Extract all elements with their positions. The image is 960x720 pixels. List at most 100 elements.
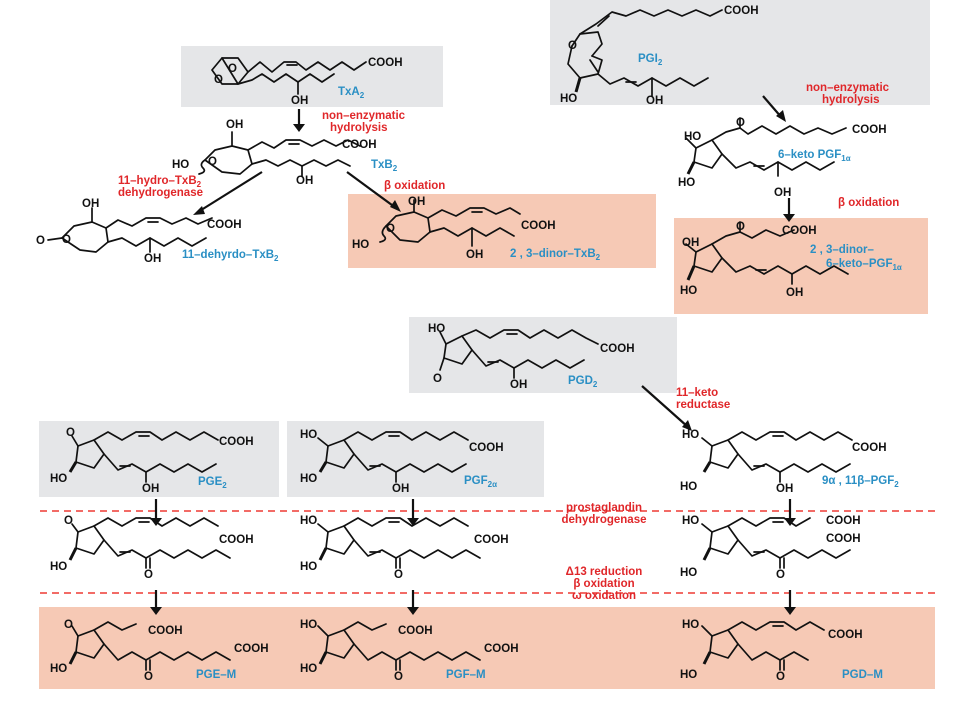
pgf2a-oh: OH <box>392 483 409 495</box>
pgf2-9a11b-label: 9α , 11β–PGF2 <box>822 475 899 489</box>
enz-beta-ox-tx: β oxidation <box>384 180 445 192</box>
dinor-txb2-oh-top: OH <box>408 196 425 208</box>
dinor-keto-pgf1a-structure <box>685 221 849 285</box>
arrowhead-txb2-dinor <box>390 200 401 212</box>
pgf-m-o: O <box>394 671 403 683</box>
pgd-m-ho-bottom: HO <box>680 669 697 681</box>
txa2-label: TxA2 <box>338 86 365 100</box>
pgf-m-cooh-b: COOH <box>484 643 519 655</box>
dehydro-txb2-label: 11–dehyrdo–TxB2 <box>182 249 279 263</box>
arrowhead-txa2-txb2 <box>293 124 305 132</box>
keto-pgf2-cooh-a: COOH <box>826 515 861 527</box>
pgd-m-ho-top: HO <box>682 619 699 631</box>
enz-pgdh-1: prostaglandin <box>566 502 642 514</box>
arrowhead-to-pgd-m <box>784 607 796 615</box>
keto-pgf2-ho-bottom: HO <box>680 567 697 579</box>
dehydro-keto-o: O <box>36 235 45 247</box>
txb2-cooh: COOH <box>342 139 377 151</box>
enz-nonenz-pgi-2: hydrolysis <box>822 94 880 106</box>
pgf2-9a11b-oh: OH <box>776 483 793 495</box>
pgi2-oh: OH <box>646 95 663 107</box>
txa2-ring-o-a: O <box>228 63 237 75</box>
dehydro-oh-bottom: OH <box>144 253 161 265</box>
keto-pge2-cooh: COOH <box>219 534 254 546</box>
txb2-structure <box>198 131 361 177</box>
dinor-txb2-oh-bottom: OH <box>466 249 483 261</box>
pgf2-9a11b-ho-top: HO <box>682 429 699 441</box>
keto-pge2-ho: HO <box>50 561 67 573</box>
enz-nonenz-pgi-1: non–enzymatic <box>806 82 890 94</box>
keto-pge2-structure <box>68 517 231 569</box>
txa2-ring-o-b: O <box>214 74 223 86</box>
enz-keto-red-1: 11–keto <box>676 387 718 399</box>
pgd-m-cooh: COOH <box>828 629 863 641</box>
pgf2a-structure <box>317 431 469 483</box>
keto-pge2-15-o: O <box>144 569 153 581</box>
keto-pgf2-15-o: O <box>776 569 785 581</box>
enz-keto-red-2: reductase <box>676 399 730 411</box>
dinor-keto-label-2: 6–keto–PGF1α <box>826 258 902 272</box>
keto-pge2-keto-o: O <box>64 515 73 527</box>
arrowhead-txb2-dehydro <box>193 206 205 215</box>
pgf-m-cooh-a: COOH <box>398 625 433 637</box>
dehydro-oh-top: OH <box>82 198 99 210</box>
txb2-ring-o: O <box>208 156 217 168</box>
dinor-txb2-structure <box>379 199 521 247</box>
pgf2a-ho-bottom: HO <box>300 473 317 485</box>
dinor-txb2-ring-o: O <box>386 223 395 235</box>
keto-pgf1a-oh: OH <box>774 187 791 199</box>
arrowhead-keto-dinor <box>783 214 795 222</box>
pge-m-cooh-b: COOH <box>234 643 269 655</box>
dinor-txb2-cooh: COOH <box>521 220 556 232</box>
pgd2-ho: HO <box>428 323 445 335</box>
enz-hydro-dh-2: dehydrogenase <box>118 187 203 199</box>
pgf-m-structure <box>317 621 481 671</box>
dehydro-ring-o: O <box>62 234 71 246</box>
enz-beta-oxidation: β oxidation <box>573 578 634 590</box>
enz-nonenz-tx-1: non–enzymatic <box>322 110 406 122</box>
pgi2-label: PGI2 <box>638 53 663 67</box>
pgf-m-ho-top: HO <box>300 619 317 631</box>
pgd2-keto-o: O <box>433 373 442 385</box>
pge-m-cooh-a: COOH <box>148 625 183 637</box>
pgf2a-panel <box>287 421 544 497</box>
txa2-cooh: COOH <box>368 57 403 69</box>
pgf-m-label: PGF–M <box>446 669 486 681</box>
txb2-label: TxB2 <box>371 159 398 173</box>
keto-pgf1a-ho-bottom: HO <box>678 177 695 189</box>
arrow-pgd2-pgf2 <box>641 385 689 428</box>
pgi2-cooh: COOH <box>724 5 759 17</box>
txa2-oh: OH <box>291 95 308 107</box>
pge-m-label: PGE–M <box>196 669 236 681</box>
pge2-ho: HO <box>50 473 67 485</box>
pgi2-structure <box>567 9 723 97</box>
dinor-keto-oh-top: OH <box>682 237 699 249</box>
pge2-label: PGE2 <box>198 476 227 490</box>
arrowhead-pgd2-pgf2 <box>682 420 692 431</box>
dinor-keto-label-1: 2 , 3–dinor– <box>810 244 875 256</box>
dehydro-txb2-structure <box>47 207 213 253</box>
enz-omega-oxidation: ω oxidation <box>572 590 636 602</box>
pgd2-oh: OH <box>510 379 527 391</box>
pge-m-keto-o: O <box>64 619 73 631</box>
pgi2-ring-o: O <box>568 40 577 52</box>
keto-pgf2-cooh-b: COOH <box>826 533 861 545</box>
keto-pgf1a-structure <box>685 117 847 177</box>
pgi2-panel <box>550 0 930 105</box>
arrowhead-pgi2-keto <box>776 110 786 122</box>
dehydro-cooh: COOH <box>207 219 242 231</box>
pgi2-ho: HO <box>560 93 577 105</box>
pge2-oh: OH <box>142 483 159 495</box>
keto-pgf1a-keto-o: O <box>736 117 745 129</box>
dinor-keto-keto-o: O <box>736 221 745 233</box>
pgd2-label: PGD2 <box>568 375 598 389</box>
pgf2a-ho-top: HO <box>300 429 317 441</box>
arrowhead-to-pgf-m <box>407 607 419 615</box>
txb2-oh-top: OH <box>226 119 243 131</box>
txa2-structure <box>211 57 367 95</box>
txb2-oh-bottom: OH <box>296 175 313 187</box>
txa2-panel <box>181 46 443 107</box>
pge-m-structure <box>68 621 231 671</box>
keto-pgf2-9a11b-structure <box>701 517 851 569</box>
enz-nonenz-tx-2: hydrolysis <box>330 122 388 134</box>
